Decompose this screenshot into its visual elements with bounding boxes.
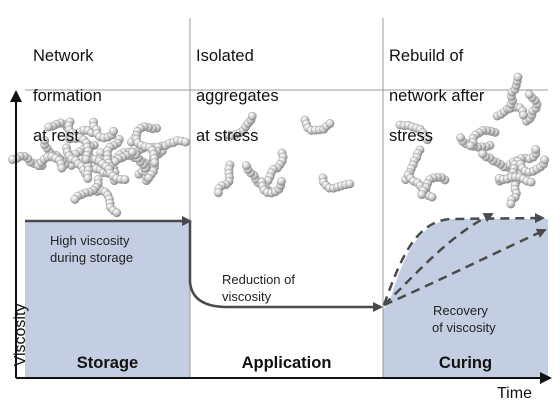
particle [422, 135, 432, 145]
particle [81, 154, 91, 164]
annotation-line: during storage [50, 250, 134, 265]
particle [181, 137, 191, 147]
header-line: aggregates [196, 87, 279, 105]
recovery-curve-fast [382, 213, 545, 306]
particle [150, 158, 160, 168]
annotation-line: of viscosity [432, 320, 496, 335]
particle [345, 179, 355, 189]
particle [127, 147, 137, 157]
header-line: Network [33, 47, 94, 65]
particle [417, 190, 427, 200]
x-axis-label: Time [497, 385, 532, 402]
particle [519, 110, 528, 120]
curing-region [383, 219, 548, 378]
recovery-curve-medium [383, 212, 494, 306]
particle-network-illustrations [8, 72, 550, 218]
particle [247, 111, 257, 121]
particle [513, 72, 523, 82]
annotation-line: Recovery [433, 303, 488, 318]
header-line: formation [33, 87, 102, 105]
particle [70, 194, 80, 204]
phase-label-application: Application [241, 354, 332, 372]
header-line: stress [389, 127, 434, 145]
particle [427, 192, 437, 202]
particle [277, 176, 286, 186]
header-line: Rebuild of [389, 47, 464, 65]
particle [120, 175, 130, 185]
annotation-application: Reduction of viscosity [222, 271, 295, 305]
annotation-line: High viscosity [50, 233, 130, 248]
particle [109, 126, 119, 136]
header-line: Isolated [196, 47, 254, 65]
particle [506, 199, 516, 209]
annotation-curing: Recovery of viscosity [432, 302, 496, 336]
particle [325, 119, 335, 129]
y-axis-label: Viscosity [12, 303, 29, 367]
particle [456, 133, 465, 143]
particle [40, 135, 50, 145]
header-isolated-aggregates: Isolated aggregates at stress [196, 26, 279, 166]
phase-label-curing: Curing [438, 354, 493, 372]
particle [57, 163, 67, 173]
storage-region [25, 221, 190, 378]
particle [83, 174, 93, 184]
header-network-formation: Network formation at rest [33, 26, 102, 166]
particle [112, 208, 122, 218]
annotation-storage: High viscosity during storage [50, 232, 133, 266]
particle [241, 161, 251, 171]
application-viscosity-line [188, 221, 383, 312]
annotation-line: Reduction of [222, 272, 295, 287]
header-line: network after [389, 87, 485, 105]
annotation-line: viscosity [222, 289, 272, 304]
header-line: at stress [196, 127, 259, 145]
particle [466, 141, 475, 151]
particle [213, 188, 223, 198]
particle [44, 122, 54, 132]
particle [478, 149, 487, 159]
phase-label-storage: Storage [76, 354, 139, 372]
particle [526, 177, 536, 187]
recovery-curve-slow [383, 228, 547, 307]
header-rebuild-network: Rebuild of network after stress [389, 26, 484, 166]
particle [525, 90, 534, 99]
particle [540, 155, 550, 165]
particle [144, 173, 154, 183]
particle [531, 145, 541, 154]
header-line: at rest [33, 127, 79, 145]
